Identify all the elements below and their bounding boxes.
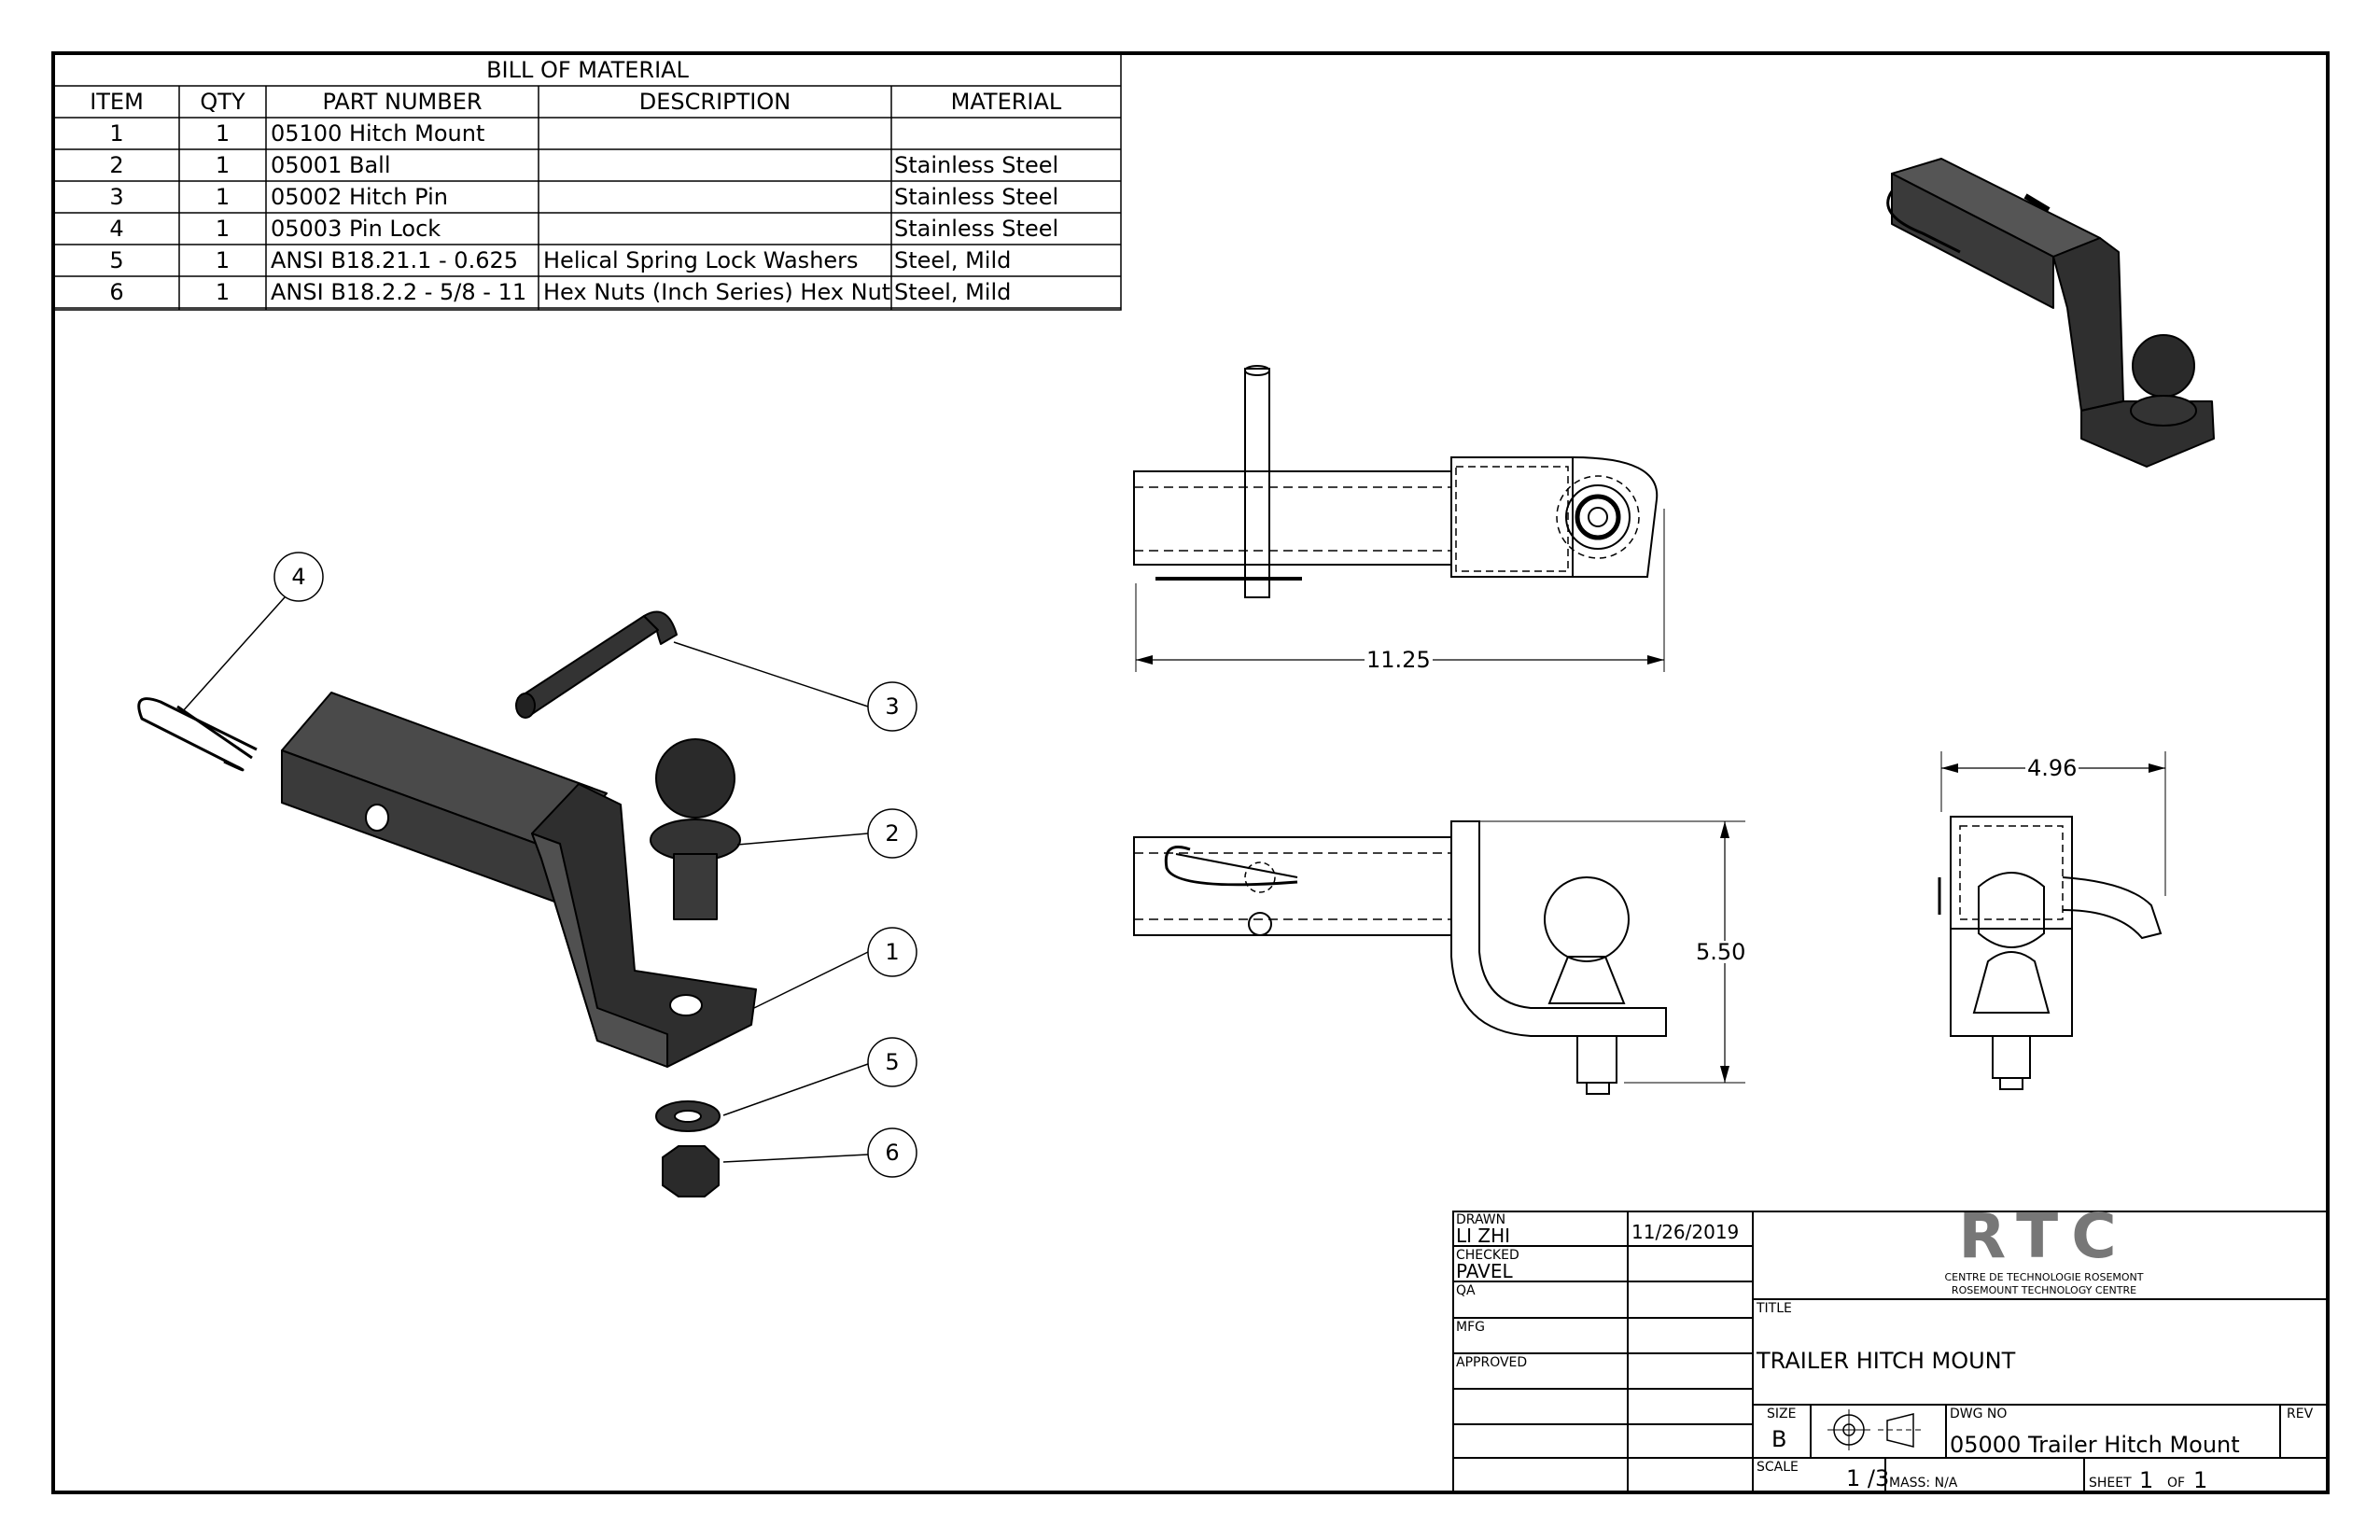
bom-cell-part-number: 05100 Hitch Mount xyxy=(271,120,485,147)
end-view xyxy=(1938,751,2166,1090)
bom-cell-part-number: ANSI B18.2.2 - 5/8 - 11 xyxy=(271,279,527,305)
bom-table-grid xyxy=(53,53,1122,311)
bom-col-part-number: PART NUMBER xyxy=(322,89,483,115)
hex-nut xyxy=(662,1145,720,1197)
dimension-height: 5.50 xyxy=(1694,939,1748,965)
bom-cell-qty: 1 xyxy=(215,184,231,210)
hitch-ball xyxy=(655,738,735,819)
bom-cell-item: 5 xyxy=(109,247,124,273)
side-view xyxy=(1133,820,1745,1095)
sheet-total: 1 xyxy=(2193,1467,2208,1493)
sheet-border xyxy=(51,51,2330,1494)
mfg-label: MFG xyxy=(1456,1320,1485,1335)
top-view xyxy=(1133,365,1665,672)
mass-value: MASS: N/A xyxy=(1889,1476,1958,1491)
drawing-number: 05000 Trailer Hitch Mount xyxy=(1950,1432,2240,1458)
shaded-isometric-view xyxy=(1886,158,2215,468)
checked-label: CHECKED xyxy=(1456,1248,1519,1263)
bom-cell-description: Helical Spring Lock Washers xyxy=(543,247,859,273)
bom-cell-part-number: 05002 Hitch Pin xyxy=(271,184,448,210)
bom-cell-qty: 1 xyxy=(215,216,231,242)
bom-cell-item: 2 xyxy=(109,152,124,178)
bom-col-qty: QTY xyxy=(200,89,245,115)
bom-col-description: DESCRIPTION xyxy=(638,89,791,115)
bom-cell-part-number: 05003 Pin Lock xyxy=(271,216,441,242)
bom-cell-part-number: 05001 Ball xyxy=(271,152,391,178)
bom-cell-material: Stainless Steel xyxy=(894,216,1059,242)
bom-cell-description: Hex Nuts (Inch Series) Hex Nut xyxy=(543,279,891,305)
dwg-no-label: DWG NO xyxy=(1950,1407,2008,1421)
bom-cell-material: Steel, Mild xyxy=(894,279,1012,305)
bom-cell-material: Steel, Mild xyxy=(894,247,1012,273)
drawn-by: LI ZHI xyxy=(1456,1225,1511,1247)
bom-col-material: MATERIAL xyxy=(950,89,1062,115)
balloon-2: 2 xyxy=(885,820,900,847)
sheet-size: B xyxy=(1771,1426,1787,1452)
dimension-length: 11.25 xyxy=(1365,647,1433,673)
bom-cell-material: Stainless Steel xyxy=(894,184,1059,210)
drawn-label: DRAWN xyxy=(1456,1212,1506,1227)
balloon-3: 3 xyxy=(885,693,900,720)
bom-cell-qty: 1 xyxy=(215,152,231,178)
org-name-en: ROSEMOUNT TECHNOLOGY CENTRE xyxy=(1951,1284,2137,1296)
balloon-circles xyxy=(273,552,917,1178)
bom-cell-item: 4 xyxy=(109,216,124,242)
checked-by: PAVEL xyxy=(1456,1260,1513,1282)
bom-col-item: ITEM xyxy=(90,89,144,115)
hitch-pin-bend xyxy=(643,610,678,645)
bom-title: BILL OF MATERIAL xyxy=(486,57,689,83)
of-label: OF xyxy=(2167,1476,2186,1491)
bom-cell-material: Stainless Steel xyxy=(894,152,1059,178)
balloon-5: 5 xyxy=(885,1049,900,1075)
hitch-pin xyxy=(517,615,659,715)
title-label: TITLE xyxy=(1757,1301,1792,1316)
bom-cell-qty: 1 xyxy=(215,247,231,273)
bom-cell-item: 3 xyxy=(109,184,124,210)
scale-value: 1 /3 xyxy=(1846,1465,1890,1491)
sheet-label: SHEET xyxy=(2089,1476,2132,1491)
rev-label: REV xyxy=(2287,1407,2314,1421)
pin-lock-clip xyxy=(137,697,258,772)
approved-label: APPROVED xyxy=(1456,1355,1528,1370)
sheet-number: 1 xyxy=(2139,1467,2154,1493)
exploded-isometric-view xyxy=(137,610,757,1197)
bom-cell-item: 6 xyxy=(109,279,124,305)
drawn-date: 11/26/2019 xyxy=(1631,1221,1740,1243)
qa-label: QA xyxy=(1456,1283,1476,1298)
dimension-width: 4.96 xyxy=(2025,755,2079,781)
bom-cell-qty: 1 xyxy=(215,279,231,305)
size-label: SIZE xyxy=(1767,1407,1797,1421)
drop-ball-hole xyxy=(669,994,703,1016)
rtc-logo: RTC xyxy=(1958,1200,2130,1272)
scale-label: SCALE xyxy=(1757,1460,1799,1475)
balloon-1: 1 xyxy=(885,939,900,965)
drawing-title: TRAILER HITCH MOUNT xyxy=(1757,1348,2016,1374)
org-name-fr: CENTRE DE TECHNOLOGIE ROSEMONT xyxy=(1944,1271,2144,1283)
bom-cell-qty: 1 xyxy=(215,120,231,147)
balloon-6: 6 xyxy=(885,1140,900,1166)
balloon-leaders xyxy=(181,596,869,1163)
drop-shank-face xyxy=(531,833,668,1068)
bom-cell-part-number: ANSI B18.21.1 - 0.625 xyxy=(271,247,519,273)
shank-pin-hole xyxy=(365,804,389,832)
title-block-grid xyxy=(1452,1211,2329,1493)
balloon-4: 4 xyxy=(291,564,306,590)
bom-cell-item: 1 xyxy=(109,120,124,147)
